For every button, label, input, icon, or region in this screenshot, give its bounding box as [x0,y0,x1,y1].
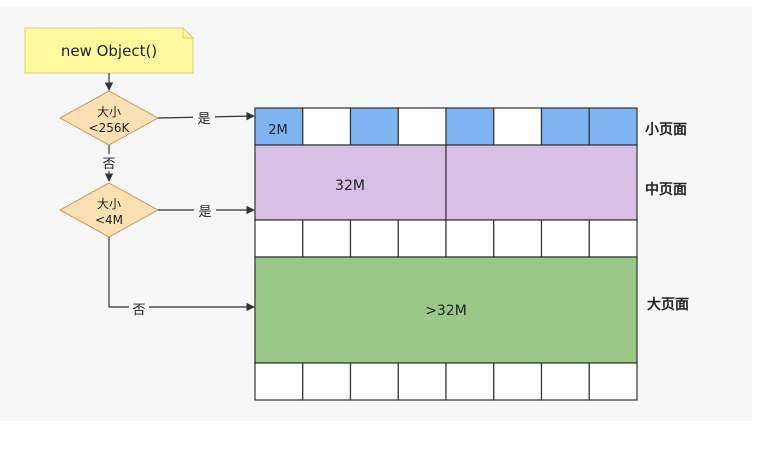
large-page-block [254,256,638,364]
large-block-label: >32M [425,303,467,319]
empty-cell [493,219,543,258]
decision-medium-line1: 大小 [97,197,121,211]
small-page-cell [540,107,590,146]
medium-page-row [254,144,638,221]
empty-cell [349,362,399,401]
edge-no-small-label-bg [99,154,119,171]
small-page-cell [445,107,495,146]
empty-cell [397,219,447,258]
empty-cell [349,219,399,258]
edge-no-medium [108,237,255,312]
decision-medium-line2: <4M [95,213,123,227]
edge-yes-small-label-bg [193,109,215,126]
edge-yes-medium-label-bg [194,202,216,219]
empty-cell [493,362,543,401]
decision-small-line1: 大小 [97,105,121,119]
empty-cell [588,362,638,401]
empty-cell [445,219,495,258]
decision-small: 大小 <256K [58,90,160,146]
empty-cell [540,219,590,258]
edge-no-medium-label: 否 [132,303,145,318]
decision-small-line2: <256K [89,121,131,135]
small-cell-label: 2M [268,123,288,138]
start-node-fold [182,28,193,39]
empty-cell-row-2 [254,362,638,401]
small-page-row [254,107,638,146]
empty-cell [254,362,304,401]
small-page-cell [493,107,543,146]
edge-yes-small-label: 是 [197,112,210,127]
empty-cell [445,362,495,401]
medium-block-right [445,144,638,221]
large-page-label: 大页面 [647,296,689,313]
start-node-label: new Object() [61,42,157,60]
edge-yes-medium-label: 是 [198,205,211,220]
small-page-label: 小页面 [645,122,687,138]
edge-no-medium-label-bg [129,300,149,317]
medium-block-label: 32M [335,178,365,194]
empty-cell [397,362,447,401]
empty-cell [302,362,352,401]
edge-no-small-label: 否 [102,157,115,172]
small-page-cell [397,107,447,146]
small-page-cell [588,107,638,146]
medium-page-label: 中页面 [645,181,687,198]
small-page-cell [349,107,399,146]
start-node-shape [24,27,194,74]
empty-cell-row-1 [254,219,638,258]
start-node: new Object() [24,27,194,74]
empty-cell [302,219,352,258]
decision-medium: 大小 <4M [58,182,160,238]
empty-cell [540,362,590,401]
empty-cell [254,219,304,258]
small-page-cell [302,107,352,146]
empty-cell [588,219,638,258]
